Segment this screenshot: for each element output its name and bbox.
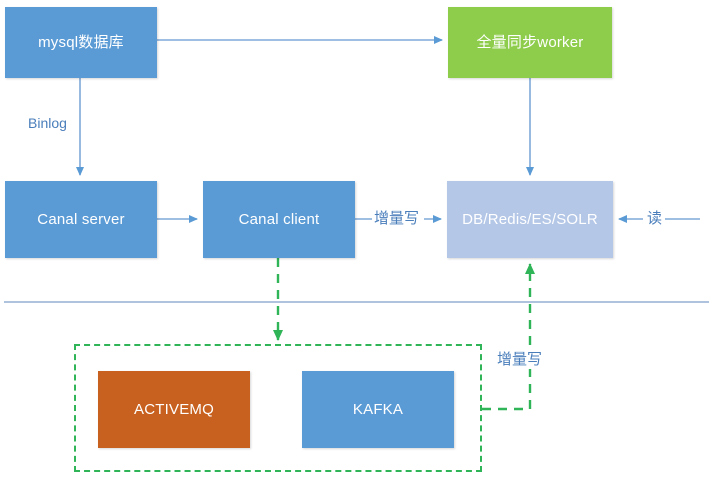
edge-label-binlog: Binlog [26, 114, 69, 132]
node-canal-server-label: Canal server [37, 210, 125, 228]
mq-group-container [74, 344, 482, 472]
edge-mq-to-storage [482, 263, 535, 411]
node-storage-label: DB/Redis/ES/SOLR [462, 210, 598, 228]
node-full-sync-worker[interactable]: 全量同步worker [448, 7, 612, 78]
node-kafka[interactable]: KAFKA [302, 371, 454, 448]
node-full-sync-worker-label: 全量同步worker [476, 33, 584, 51]
node-activemq-label: ACTIVEMQ [134, 400, 214, 418]
node-canal-client[interactable]: Canal client [203, 181, 355, 258]
node-mysql-label: mysql数据库 [38, 33, 124, 51]
node-activemq[interactable]: ACTIVEMQ [98, 371, 250, 448]
edge-label-incremental-write-mq: 增量写 [495, 351, 545, 369]
edge-label-incremental-write-storage: 增量写 [372, 210, 422, 228]
node-canal-server[interactable]: Canal server [5, 181, 157, 258]
node-mysql[interactable]: mysql数据库 [5, 7, 157, 78]
node-canal-client-label: Canal client [238, 210, 320, 228]
edge-label-read: 读 [645, 210, 665, 228]
node-storage[interactable]: DB/Redis/ES/SOLR [447, 181, 613, 258]
node-kafka-label: KAFKA [352, 400, 404, 418]
